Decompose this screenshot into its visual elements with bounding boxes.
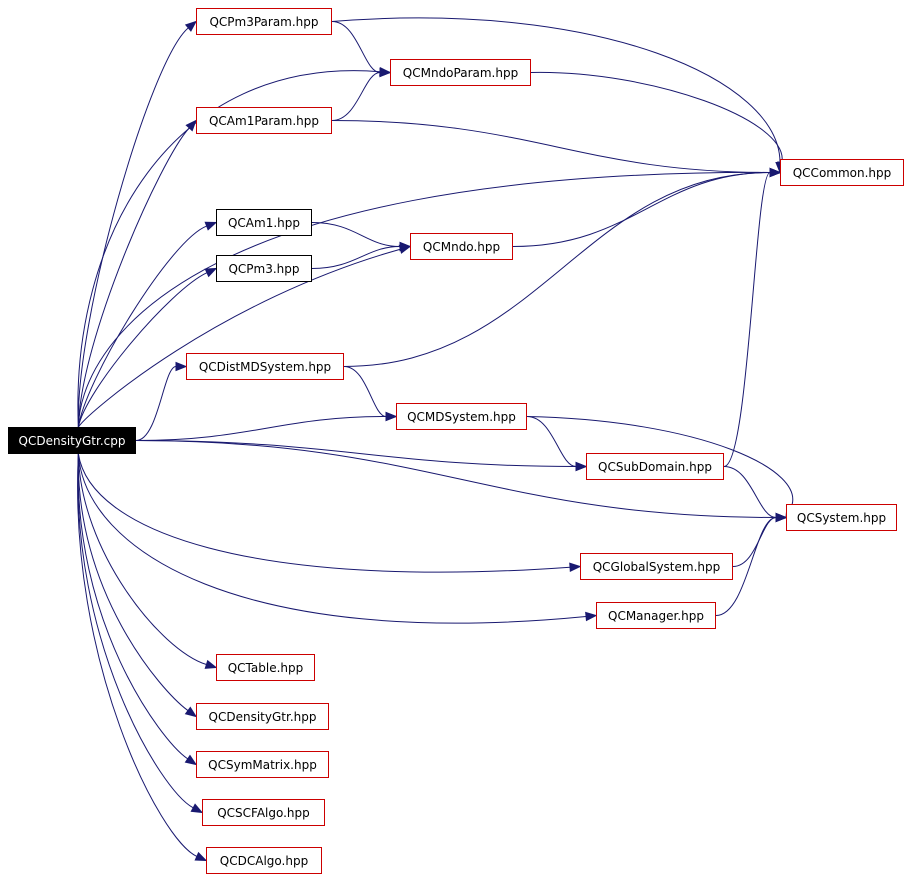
node-globalsys[interactable]: QCGlobalSystem.hpp [580,553,733,580]
node-common[interactable]: QCCommon.hpp [780,159,904,186]
edge-root-to-mndoparam [77,70,381,428]
edge-root-to-table [77,453,207,665]
edge-root-to-pm3 [77,272,208,428]
arrowhead-root-to-globalsys [569,562,582,572]
node-manager[interactable]: QCManager.hpp [596,602,716,629]
arrowhead-subdomain-to-common [769,167,782,178]
node-densitygtr[interactable]: QCDensityGtr.hpp [196,703,329,730]
edge-am1param-to-mndoparam [331,72,381,121]
node-subdomain[interactable]: QCSubDomain.hpp [586,453,724,480]
edge-root-to-densitygtr [77,453,189,711]
edge-distmd-to-common [343,172,771,367]
node-dcalgo[interactable]: QCDCAlgo.hpp [206,847,322,874]
node-mndoparam[interactable]: QCMndoParam.hpp [390,59,531,86]
edge-am1param-to-common [331,120,771,173]
edge-root-to-distmd [135,366,177,441]
edge-subdomain-to-common [723,172,771,467]
node-distmd[interactable]: QCDistMDSystem.hpp [186,353,344,380]
edge-root-to-subdomain [135,440,577,467]
arrowhead-root-to-manager [585,611,598,622]
edge-am1-to-mndo [311,222,401,247]
edge-root-to-manager [77,453,587,624]
arrowhead-root-to-densitygtr [184,706,198,718]
arrowhead-am1param-to-mndoparam [379,67,392,78]
edge-pm3-to-mndo [311,246,401,269]
edge-root-to-globalsys [77,453,571,573]
edge-root-to-am1 [77,225,207,428]
arrowhead-root-to-pm3 [204,267,218,278]
arrowhead-root-to-distmd [175,361,188,372]
arrowhead-root-to-scfalgo [190,803,204,814]
edge-root-to-mndo [77,248,401,428]
arrowhead-pm3-to-mndo [399,241,412,252]
edge-root-to-mdsystem [135,416,387,441]
node-pm3[interactable]: QCPm3.hpp [216,255,312,282]
edge-pm3param-to-common [331,17,781,163]
edge-mdsystem-to-subdomain [526,416,577,467]
arrowhead-root-to-am1param [185,119,197,132]
node-scfalgo[interactable]: QCSCFAlgo.hpp [202,799,325,826]
edge-subdomain-to-system [723,466,777,518]
edge-mndoparam-to-common [530,71,783,163]
node-mdsystem[interactable]: QCMDSystem.hpp [396,403,527,430]
node-table[interactable]: QCTable.hpp [216,654,315,681]
node-am1[interactable]: QCAm1.hpp [216,209,312,236]
edge-root-to-pm3param [77,27,189,428]
edge-distmd-to-mdsystem [343,366,387,417]
node-root[interactable]: QCDensityGtr.cpp [8,427,136,454]
edge-manager-to-system [715,517,777,616]
arrowhead-distmd-to-mdsystem [385,411,398,422]
arrowhead-root-to-pm3param [184,20,198,32]
arrowhead-manager-to-system [775,512,788,523]
edge-root-to-common [77,171,771,428]
edge-root-to-dcalgo [77,453,198,857]
arrowhead-root-to-symmatrix [184,754,198,766]
edge-root-to-am1param [77,127,190,428]
edge-root-to-system [135,440,777,518]
arrowhead-root-to-dcalgo [194,851,208,862]
node-mndo[interactable]: QCMndo.hpp [410,233,513,260]
edge-root-to-symmatrix [77,453,189,760]
edge-mdsystem-to-system [526,416,794,509]
node-system[interactable]: QCSystem.hpp [786,504,897,531]
node-symmatrix[interactable]: QCSymMatrix.hpp [196,751,329,778]
node-pm3param[interactable]: QCPm3Param.hpp [196,8,332,35]
arrowhead-mdsystem-to-subdomain [575,461,588,472]
arrowhead-root-to-table [204,659,218,669]
edge-root-to-scfalgo [77,453,194,809]
arrowhead-root-to-am1 [204,221,218,231]
edge-globalsys-to-system [732,517,777,567]
node-am1param[interactable]: QCAm1Param.hpp [196,107,332,134]
edge-pm3param-to-mndoparam [331,21,381,73]
